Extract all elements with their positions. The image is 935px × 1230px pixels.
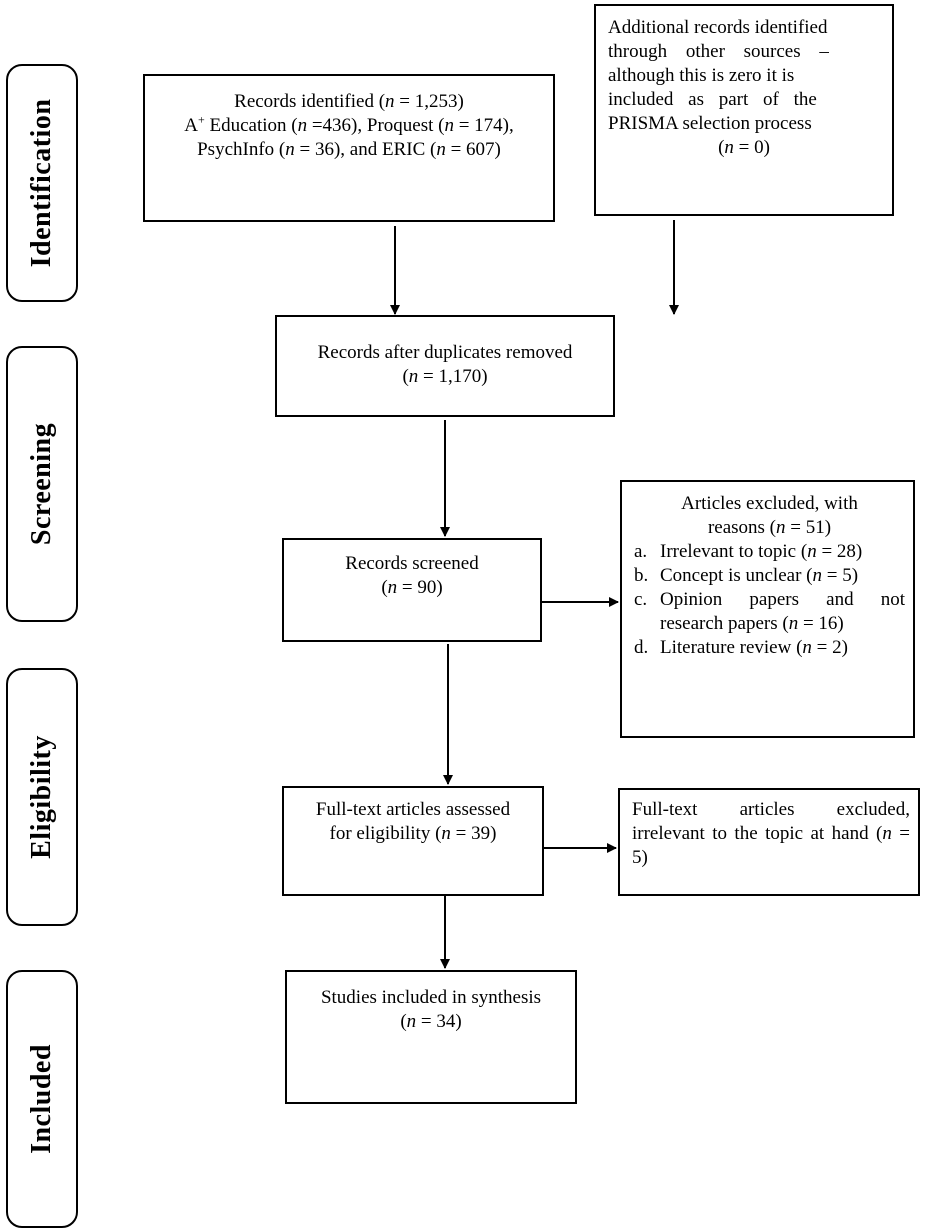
fulltext-excluded-box: Full-text articles excluded, irrelevant … <box>618 788 920 896</box>
additional-line2: through other sources – <box>608 41 829 62</box>
excluded-line1: Articles excluded, with <box>681 493 858 514</box>
included-line1: Studies included in synthesis <box>320 987 542 1008</box>
fulltext-line2: for eligibility (n = 39) <box>329 823 497 844</box>
exclusion-reason: b.Concept is unclear (n = 5) <box>634 565 859 586</box>
additional-line3: although this is zero it is <box>608 65 795 86</box>
additional-line5: PRISMA selection process <box>608 113 812 134</box>
records-identified-line1: Records identified (n = 1,253) <box>234 91 464 112</box>
phase-screening: Screening <box>6 346 78 622</box>
phase-identification: Identification <box>6 64 78 302</box>
duplicates-line2: (n = 1,170) <box>402 366 488 387</box>
fulltext-line1: Full-text articles assessed <box>315 799 511 820</box>
records-identified-box: Records identified (n = 1,253) A+ Educat… <box>143 74 555 222</box>
screened-line2: (n = 90) <box>381 577 443 598</box>
records-identified-line3: PsychInfo (n = 36), and ERIC (n = 607) <box>197 139 501 160</box>
fulltext-assessed-box: Full-text articles assessed for eligibil… <box>282 786 544 896</box>
records-screened-box: Records screened (n = 90) <box>282 538 542 642</box>
additional-line6: (n = 0) <box>718 137 770 158</box>
additional-line1: Additional records identified <box>608 17 828 38</box>
exclusion-reason: a.Irrelevant to topic (n = 28) <box>634 541 863 562</box>
excluded-line2: reasons (n = 51) <box>707 517 832 538</box>
fulltext-excluded-text: Full-text articles excluded, irrelevant … <box>632 799 910 868</box>
duplicates-removed-box: Records after duplicates removed (n = 1,… <box>275 315 615 417</box>
exclusion-reason: d.Literature review (n = 2) <box>634 637 848 658</box>
records-identified-line2: A+ Education (n =436), Proquest (n = 174… <box>184 112 514 136</box>
screened-line1: Records screened <box>345 553 479 574</box>
articles-excluded-box: Articles excluded, with reasons (n = 51)… <box>620 480 915 738</box>
studies-included-box: Studies included in synthesis (n = 34) <box>285 970 577 1104</box>
phase-eligibility: Eligibility <box>6 668 78 926</box>
duplicates-line1: Records after duplicates removed <box>317 342 573 363</box>
included-line2: (n = 34) <box>400 1011 462 1032</box>
phase-included: Included <box>6 970 78 1228</box>
additional-line4: included as part of the <box>608 89 817 110</box>
exclusion-reasons-list: a.Irrelevant to topic (n = 28) b.Concept… <box>634 540 905 660</box>
exclusion-reason: c.Opinion papers and not research papers… <box>634 589 905 634</box>
additional-records-box: Additional records identified through ot… <box>594 4 894 216</box>
